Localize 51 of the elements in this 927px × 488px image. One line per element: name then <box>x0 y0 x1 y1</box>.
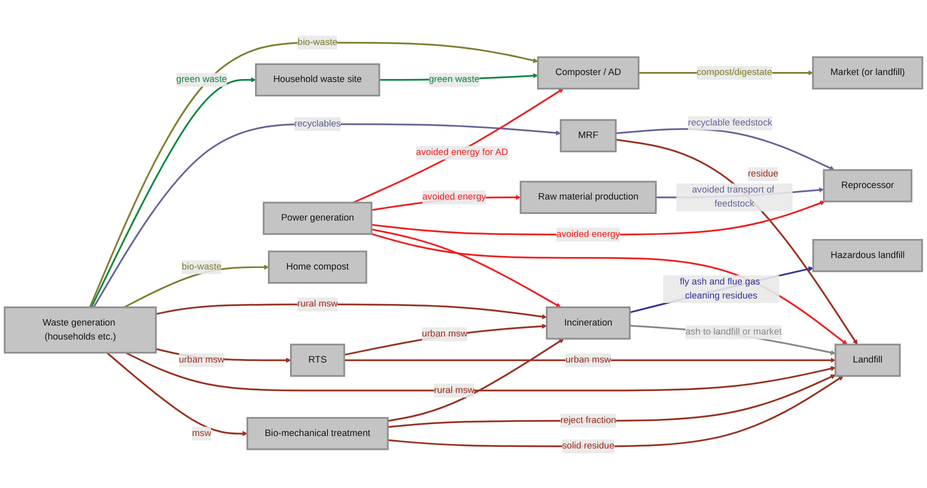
arrow <box>106 352 248 436</box>
edge-label: avoided energy for AD <box>416 147 508 157</box>
node-box: Reprocessor <box>822 168 912 202</box>
arrow <box>125 351 836 391</box>
node-box: Bio-mechanical treatment <box>246 416 389 450</box>
arrow <box>630 324 836 355</box>
arrow <box>90 76 256 308</box>
node-box: Market (or landfill) <box>812 56 924 89</box>
node-box: RTS <box>290 343 346 376</box>
arrow <box>371 228 562 308</box>
node-box: Home compost <box>268 250 368 284</box>
arrow <box>344 323 547 356</box>
edge-label: rural msw <box>434 384 474 395</box>
arrow <box>371 232 848 344</box>
arrow <box>156 303 547 319</box>
arrow <box>388 338 564 422</box>
edge-label: reject fraction <box>560 415 616 425</box>
node-box: MRF <box>560 118 617 152</box>
node-box: Raw material production <box>520 180 657 214</box>
edge-label: urban msw <box>178 354 224 364</box>
edge-label: avoided energy <box>556 228 620 239</box>
edge-label: solid residue <box>562 440 614 451</box>
edge-label: residue <box>748 168 778 178</box>
edge-label: bio-waste <box>298 36 338 47</box>
node-box: Landfill <box>834 343 901 376</box>
edge-label: recyclable feedstock <box>688 118 772 128</box>
edge-label: bio-waste <box>182 261 222 272</box>
edge-label: compost/digestate <box>696 67 772 78</box>
edge-label: fly ash and flue gas cleaning residues <box>680 276 760 300</box>
edge-label: avoided energy <box>422 192 486 202</box>
edge-label: rural msw <box>297 298 338 309</box>
edge-label: green waste <box>428 74 480 84</box>
node-box: Waste generation (households etc.) <box>4 306 157 354</box>
arrow <box>616 128 835 170</box>
arrow <box>616 138 858 344</box>
node-box: Hazardous landfill <box>812 238 923 272</box>
arrow <box>352 88 564 203</box>
edge-label: msw <box>192 428 212 438</box>
node-box: Household waste site <box>255 62 380 96</box>
arrow <box>344 357 836 362</box>
edge-label: green waste <box>176 74 227 84</box>
node-box: Power generation <box>262 201 372 234</box>
edge-label: urban msw <box>422 328 468 338</box>
node-box: Incineration <box>546 306 631 340</box>
edge-label: recyclables <box>294 118 341 128</box>
edge-label: urban msw <box>565 354 612 364</box>
arrow <box>388 374 836 428</box>
node-box: Composter / AD <box>537 56 640 89</box>
edge-label: avoided transport of feedstock <box>692 184 774 209</box>
edge-label: ash to landfill or market <box>685 326 782 336</box>
arrow <box>388 375 844 447</box>
